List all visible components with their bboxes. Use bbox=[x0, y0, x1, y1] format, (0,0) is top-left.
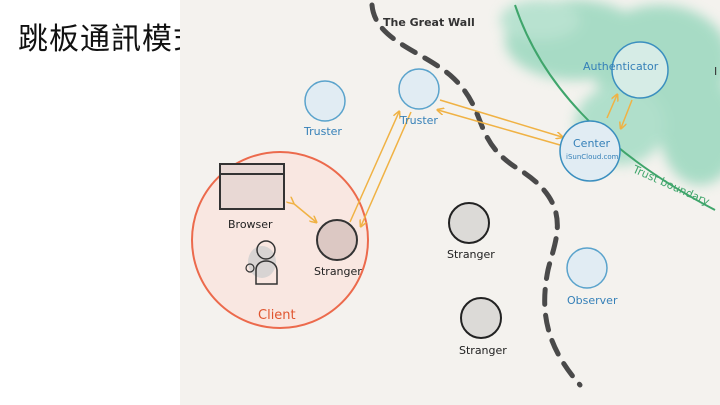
great-wall-label: The Great Wall bbox=[383, 16, 475, 29]
center-node bbox=[559, 120, 621, 182]
truster-left-label: Truster bbox=[303, 125, 342, 138]
authenticator-label: Authenticator bbox=[583, 60, 659, 73]
truster-center-arrow-2 bbox=[438, 110, 561, 146]
truster-right-node bbox=[398, 68, 440, 110]
user-icon bbox=[245, 240, 278, 285]
center-label: Center bbox=[573, 137, 611, 150]
stranger-bottom-node bbox=[460, 297, 502, 339]
truster-right-label: Truster bbox=[399, 114, 438, 127]
stray-mark: I bbox=[714, 65, 717, 78]
great-wall-line bbox=[369, 2, 583, 388]
center-authenticator-arrow-2 bbox=[621, 99, 633, 128]
browser-label: Browser bbox=[228, 218, 273, 231]
stranger-client-node bbox=[316, 219, 358, 261]
center-authenticator-arrow-1 bbox=[606, 95, 617, 119]
browser-stranger-link bbox=[293, 203, 316, 222]
truster-center-arrow-1 bbox=[439, 99, 562, 137]
client-label: Client bbox=[258, 308, 296, 323]
observer-node bbox=[566, 247, 608, 289]
truster-left-node bbox=[304, 80, 346, 122]
trust-boundary-line bbox=[514, 4, 716, 211]
slide-title: 跳板通訊模式 bbox=[18, 22, 204, 57]
stranger-mid-label: Stranger bbox=[447, 248, 495, 261]
stranger-mid-node bbox=[448, 202, 490, 244]
authenticator-node bbox=[611, 41, 669, 99]
stranger-bottom-label: Stranger bbox=[459, 344, 507, 357]
center-domain-label: iSunCloud.com bbox=[566, 153, 619, 161]
observer-label: Observer bbox=[567, 294, 618, 307]
stranger-truster-arrow-1 bbox=[349, 112, 399, 223]
stranger-truster-arrow-2 bbox=[361, 111, 412, 226]
browser-window-icon bbox=[219, 163, 285, 210]
stranger-client-label: Stranger bbox=[314, 265, 362, 278]
